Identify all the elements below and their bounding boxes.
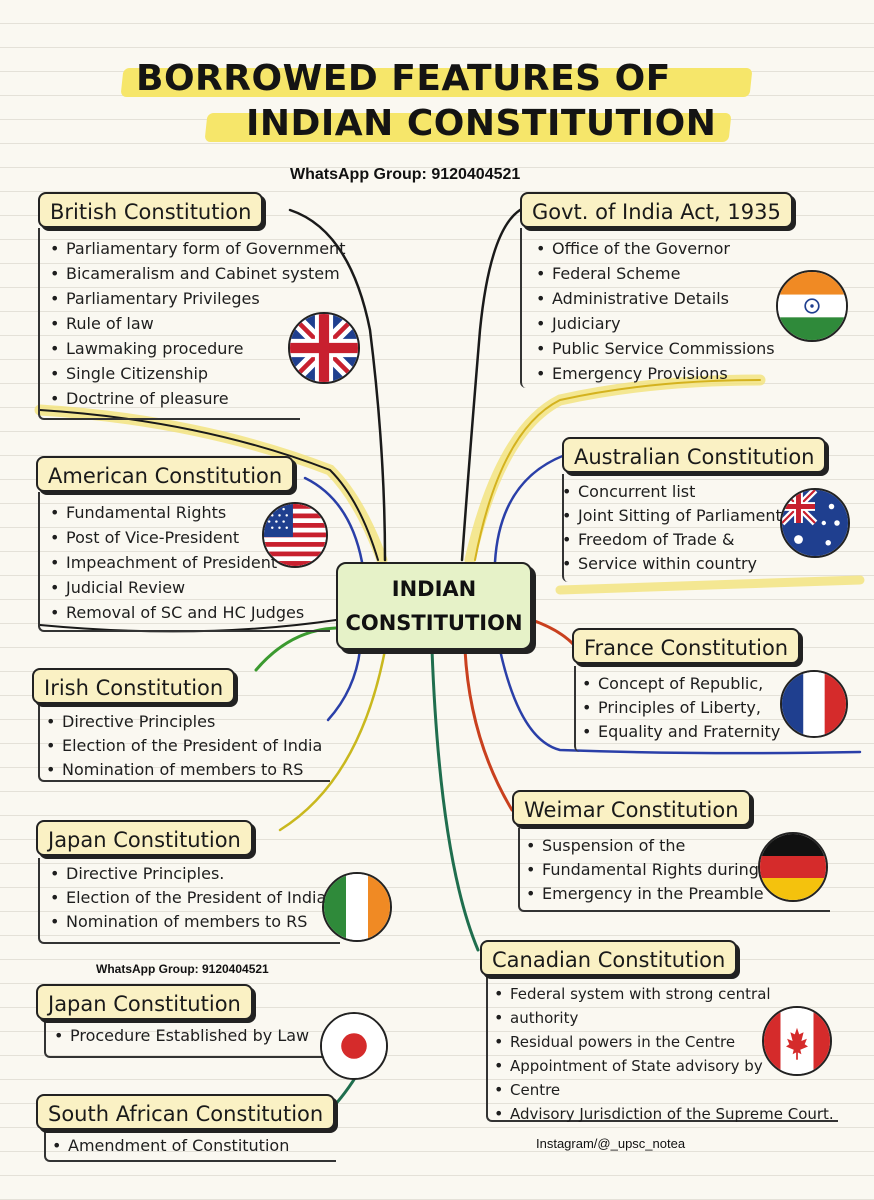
british-constitution-heading: British Constitution bbox=[38, 192, 264, 228]
weimar-features-list: Suspension of the Fundamental Rights dur… bbox=[520, 834, 764, 906]
list-item: Emergency Provisions bbox=[530, 361, 775, 386]
ireland-flag-icon bbox=[322, 872, 392, 942]
list-item: Removal of SC and HC Judges bbox=[44, 600, 304, 625]
list-item: Bicameralism and Cabinet system bbox=[44, 261, 345, 286]
list-item: Judicial Review bbox=[44, 575, 304, 600]
france-flag-icon bbox=[780, 670, 848, 738]
list-item: Federal Scheme bbox=[530, 261, 775, 286]
list-item: Fundamental Rights during bbox=[520, 858, 764, 882]
title-line-2: INDIAN CONSTITUTION bbox=[204, 103, 732, 144]
france-features-list: Concept of Republic, Principles of Liber… bbox=[576, 672, 780, 744]
center-node: INDIAN CONSTITUTION bbox=[336, 562, 532, 650]
list-item: Appointment of State advisory by bbox=[488, 1054, 834, 1078]
list-item: Office of the Governor bbox=[530, 236, 775, 261]
list-item: Centre bbox=[488, 1078, 834, 1102]
weimar-box-border bbox=[518, 828, 830, 912]
govt-india-features-list: Office of the Governor Federal Scheme Ad… bbox=[530, 236, 775, 386]
list-item: Lawmaking procedure bbox=[44, 336, 345, 361]
american-box-border bbox=[38, 492, 330, 632]
australian-features-list: Concurrent list Joint Sitting of Parliam… bbox=[556, 480, 782, 576]
list-item: Parliamentary form of Government bbox=[44, 236, 345, 261]
japan-features-list-2: Procedure Established by Law bbox=[48, 1024, 309, 1048]
list-item: Post of Vice-President bbox=[44, 525, 304, 550]
list-item: Doctrine of pleasure bbox=[44, 386, 345, 411]
list-item: Impeachment of President bbox=[44, 550, 304, 575]
australia-flag-icon bbox=[780, 488, 850, 558]
whatsapp-watermark-middle: WhatsApp Group: 9120404521 bbox=[96, 962, 269, 976]
list-item: Service within country bbox=[556, 552, 782, 576]
list-item: Equality and Fraternity bbox=[576, 720, 780, 744]
american-features-list: Fundamental Rights Post of Vice-Presiden… bbox=[44, 500, 304, 625]
govt-india-box-border bbox=[520, 228, 822, 388]
whatsapp-watermark-top: WhatsApp Group: 9120404521 bbox=[290, 166, 521, 183]
list-item: Parliamentary Privileges bbox=[44, 286, 345, 311]
british-features-list: Parliamentary form of Government Bicamer… bbox=[44, 236, 345, 411]
list-item: Advisory Jurisdiction of the Supreme Cou… bbox=[488, 1102, 834, 1126]
list-item: Judiciary bbox=[530, 311, 775, 336]
instagram-handle: Instagram/@_upsc_notea bbox=[536, 1136, 686, 1151]
list-item: Administrative Details bbox=[530, 286, 775, 311]
title-line-1: BORROWED FEATURES OF bbox=[120, 58, 753, 99]
south-african-features-list: Amendment of Constitution bbox=[46, 1134, 289, 1158]
list-item: Joint Sitting of Parliament bbox=[556, 504, 782, 528]
south-african-constitution-heading: South African Constitution bbox=[36, 1094, 336, 1130]
france-box-border bbox=[574, 666, 856, 752]
list-item: Nomination of members to RS bbox=[40, 758, 322, 782]
list-item: Nomination of members to RS bbox=[44, 910, 326, 934]
weimar-constitution-heading: Weimar Constitution bbox=[512, 790, 751, 826]
british-box-border bbox=[38, 228, 300, 420]
list-item: Procedure Established by Law bbox=[48, 1024, 309, 1048]
list-item: Residual powers in the Centre bbox=[488, 1030, 834, 1054]
japan-box-1-border bbox=[38, 858, 340, 944]
japan-constitution-heading-1: Japan Constitution bbox=[36, 820, 253, 856]
list-item: Fundamental Rights bbox=[44, 500, 304, 525]
govt-india-act-heading: Govt. of India Act, 1935 bbox=[520, 192, 793, 228]
american-constitution-heading: American Constitution bbox=[36, 456, 295, 492]
list-item: authority bbox=[488, 1006, 834, 1030]
list-item: Election of the President of India bbox=[44, 886, 326, 910]
india-flag-icon bbox=[776, 270, 848, 342]
list-item: Election of the President of India bbox=[40, 734, 322, 758]
canadian-features-list: Federal system with strong central autho… bbox=[488, 982, 834, 1126]
japan-features-list-1: Directive Principles. Election of the Pr… bbox=[44, 862, 326, 934]
germany-flag-icon bbox=[758, 832, 828, 902]
list-item: Directive Principles bbox=[40, 710, 322, 734]
irish-constitution-heading: Irish Constitution bbox=[32, 668, 236, 704]
japan-flag-icon bbox=[320, 1012, 388, 1080]
usa-flag-icon bbox=[262, 502, 328, 568]
list-item: Amendment of Constitution bbox=[46, 1134, 289, 1158]
japan-box-2-border bbox=[44, 1020, 336, 1058]
list-item: Emergency in the Preamble bbox=[520, 882, 764, 906]
canada-flag-icon bbox=[762, 1006, 832, 1076]
list-item: Suspension of the bbox=[520, 834, 764, 858]
list-item: Principles of Liberty, bbox=[576, 696, 780, 720]
irish-features-list: Directive Principles Election of the Pre… bbox=[40, 710, 322, 782]
uk-flag-icon bbox=[288, 312, 360, 384]
japan-constitution-heading-2: Japan Constitution bbox=[36, 984, 253, 1020]
list-item: Public Service Commissions bbox=[530, 336, 775, 361]
list-item: Rule of law bbox=[44, 311, 345, 336]
center-node-line-2: CONSTITUTION bbox=[345, 611, 523, 635]
list-item: Directive Principles. bbox=[44, 862, 326, 886]
list-item: Concurrent list bbox=[556, 480, 782, 504]
south-african-box-border bbox=[44, 1130, 336, 1162]
list-item: Concept of Republic, bbox=[576, 672, 780, 696]
list-item: Freedom of Trade & bbox=[556, 528, 782, 552]
center-node-line-1: INDIAN bbox=[391, 577, 477, 601]
list-item: Federal system with strong central bbox=[488, 982, 834, 1006]
canadian-constitution-heading: Canadian Constitution bbox=[480, 940, 738, 976]
australian-constitution-heading: Australian Constitution bbox=[562, 437, 827, 473]
list-item: Single Citizenship bbox=[44, 361, 345, 386]
france-constitution-heading: France Constitution bbox=[572, 628, 801, 664]
